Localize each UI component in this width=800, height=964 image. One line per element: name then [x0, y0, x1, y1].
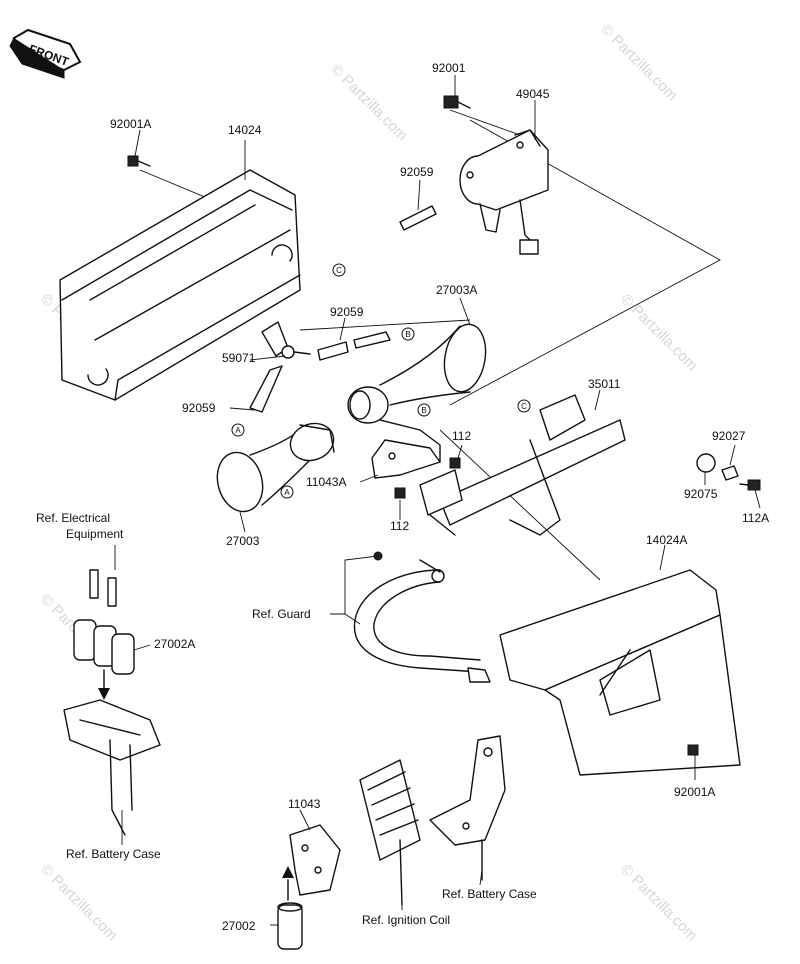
label-35011: 35011 — [588, 377, 621, 391]
label-92059-mid: 92059 — [330, 305, 364, 319]
guard — [353, 551, 491, 683]
ref-markers: C B A B C A — [231, 263, 531, 499]
label-ref-battery-right: Ref. Battery Case — [442, 887, 537, 901]
label-92027: 92027 — [712, 429, 746, 443]
marker-b: B — [421, 406, 426, 415]
label-27003A: 27003A — [436, 283, 477, 297]
part-labels: 92001 49045 92001A 14024 92059 27003A 92… — [36, 61, 769, 933]
label-14024A: 14024A — [646, 533, 687, 547]
label-14024: 14024 — [228, 123, 262, 137]
fuse-holders-27002A — [73, 569, 135, 700]
watermark: © Partzilla.com — [597, 21, 680, 104]
marker-b: B — [405, 330, 410, 339]
label-112-b: 112 — [390, 519, 409, 533]
battery-case-right — [429, 735, 506, 881]
fasteners-right — [696, 453, 761, 491]
regulator — [359, 759, 421, 906]
label-11043: 11043 — [288, 797, 321, 811]
label-ref-electrical-1: Ref. Electrical — [36, 511, 110, 525]
cover-14024 — [59, 169, 301, 401]
label-92059-left: 92059 — [182, 401, 216, 415]
label-112-a: 112 — [452, 429, 471, 443]
leader-lines — [114, 75, 761, 926]
label-27003: 27003 — [226, 534, 260, 548]
horn-relay-49045 — [443, 95, 549, 255]
marker-a: A — [235, 426, 241, 435]
watermark: © Partzilla.com — [37, 861, 120, 944]
marker-c: C — [521, 402, 527, 411]
label-ref-electrical-2: Equipment — [66, 527, 124, 541]
label-27002A: 27002A — [154, 637, 195, 651]
label-59071: 59071 — [222, 351, 256, 365]
bracket-11043 — [277, 824, 341, 950]
marker-c: C — [336, 266, 342, 275]
label-92001A-top: 92001A — [110, 117, 151, 131]
hose-92059-top — [399, 205, 437, 231]
horn-27003A — [347, 323, 487, 463]
cover-14024A — [499, 569, 741, 776]
marker-a: A — [284, 488, 290, 497]
label-92001A-bottom: 92001A — [674, 785, 715, 799]
label-ref-ignition: Ref. Ignition Coil — [362, 913, 450, 927]
label-ref-battery-left: Ref. Battery Case — [66, 847, 161, 861]
label-ref-guard: Ref. Guard — [252, 607, 311, 621]
watermark: © Partzilla.com — [617, 291, 700, 374]
bracket-35011 — [419, 394, 626, 536]
hoses-mid — [249, 321, 391, 413]
label-92075: 92075 — [684, 487, 718, 501]
label-92059-top: 92059 — [400, 165, 434, 179]
label-92001: 92001 — [432, 61, 466, 75]
guide-lines — [139, 109, 721, 581]
bracket-11043A — [371, 439, 461, 499]
watermark: © Partzilla.com — [617, 861, 700, 944]
battery-case-left — [63, 699, 161, 836]
label-11043A: 11043A — [306, 475, 346, 489]
label-27002: 27002 — [222, 919, 256, 933]
watermark: © Partzilla.com — [327, 61, 410, 144]
front-arrow-badge: FRONT — [9, 28, 82, 79]
label-112A: 112A — [742, 511, 769, 525]
horn-27003 — [216, 422, 335, 513]
label-49045: 49045 — [516, 87, 550, 101]
screw-92001A-top — [127, 155, 151, 167]
